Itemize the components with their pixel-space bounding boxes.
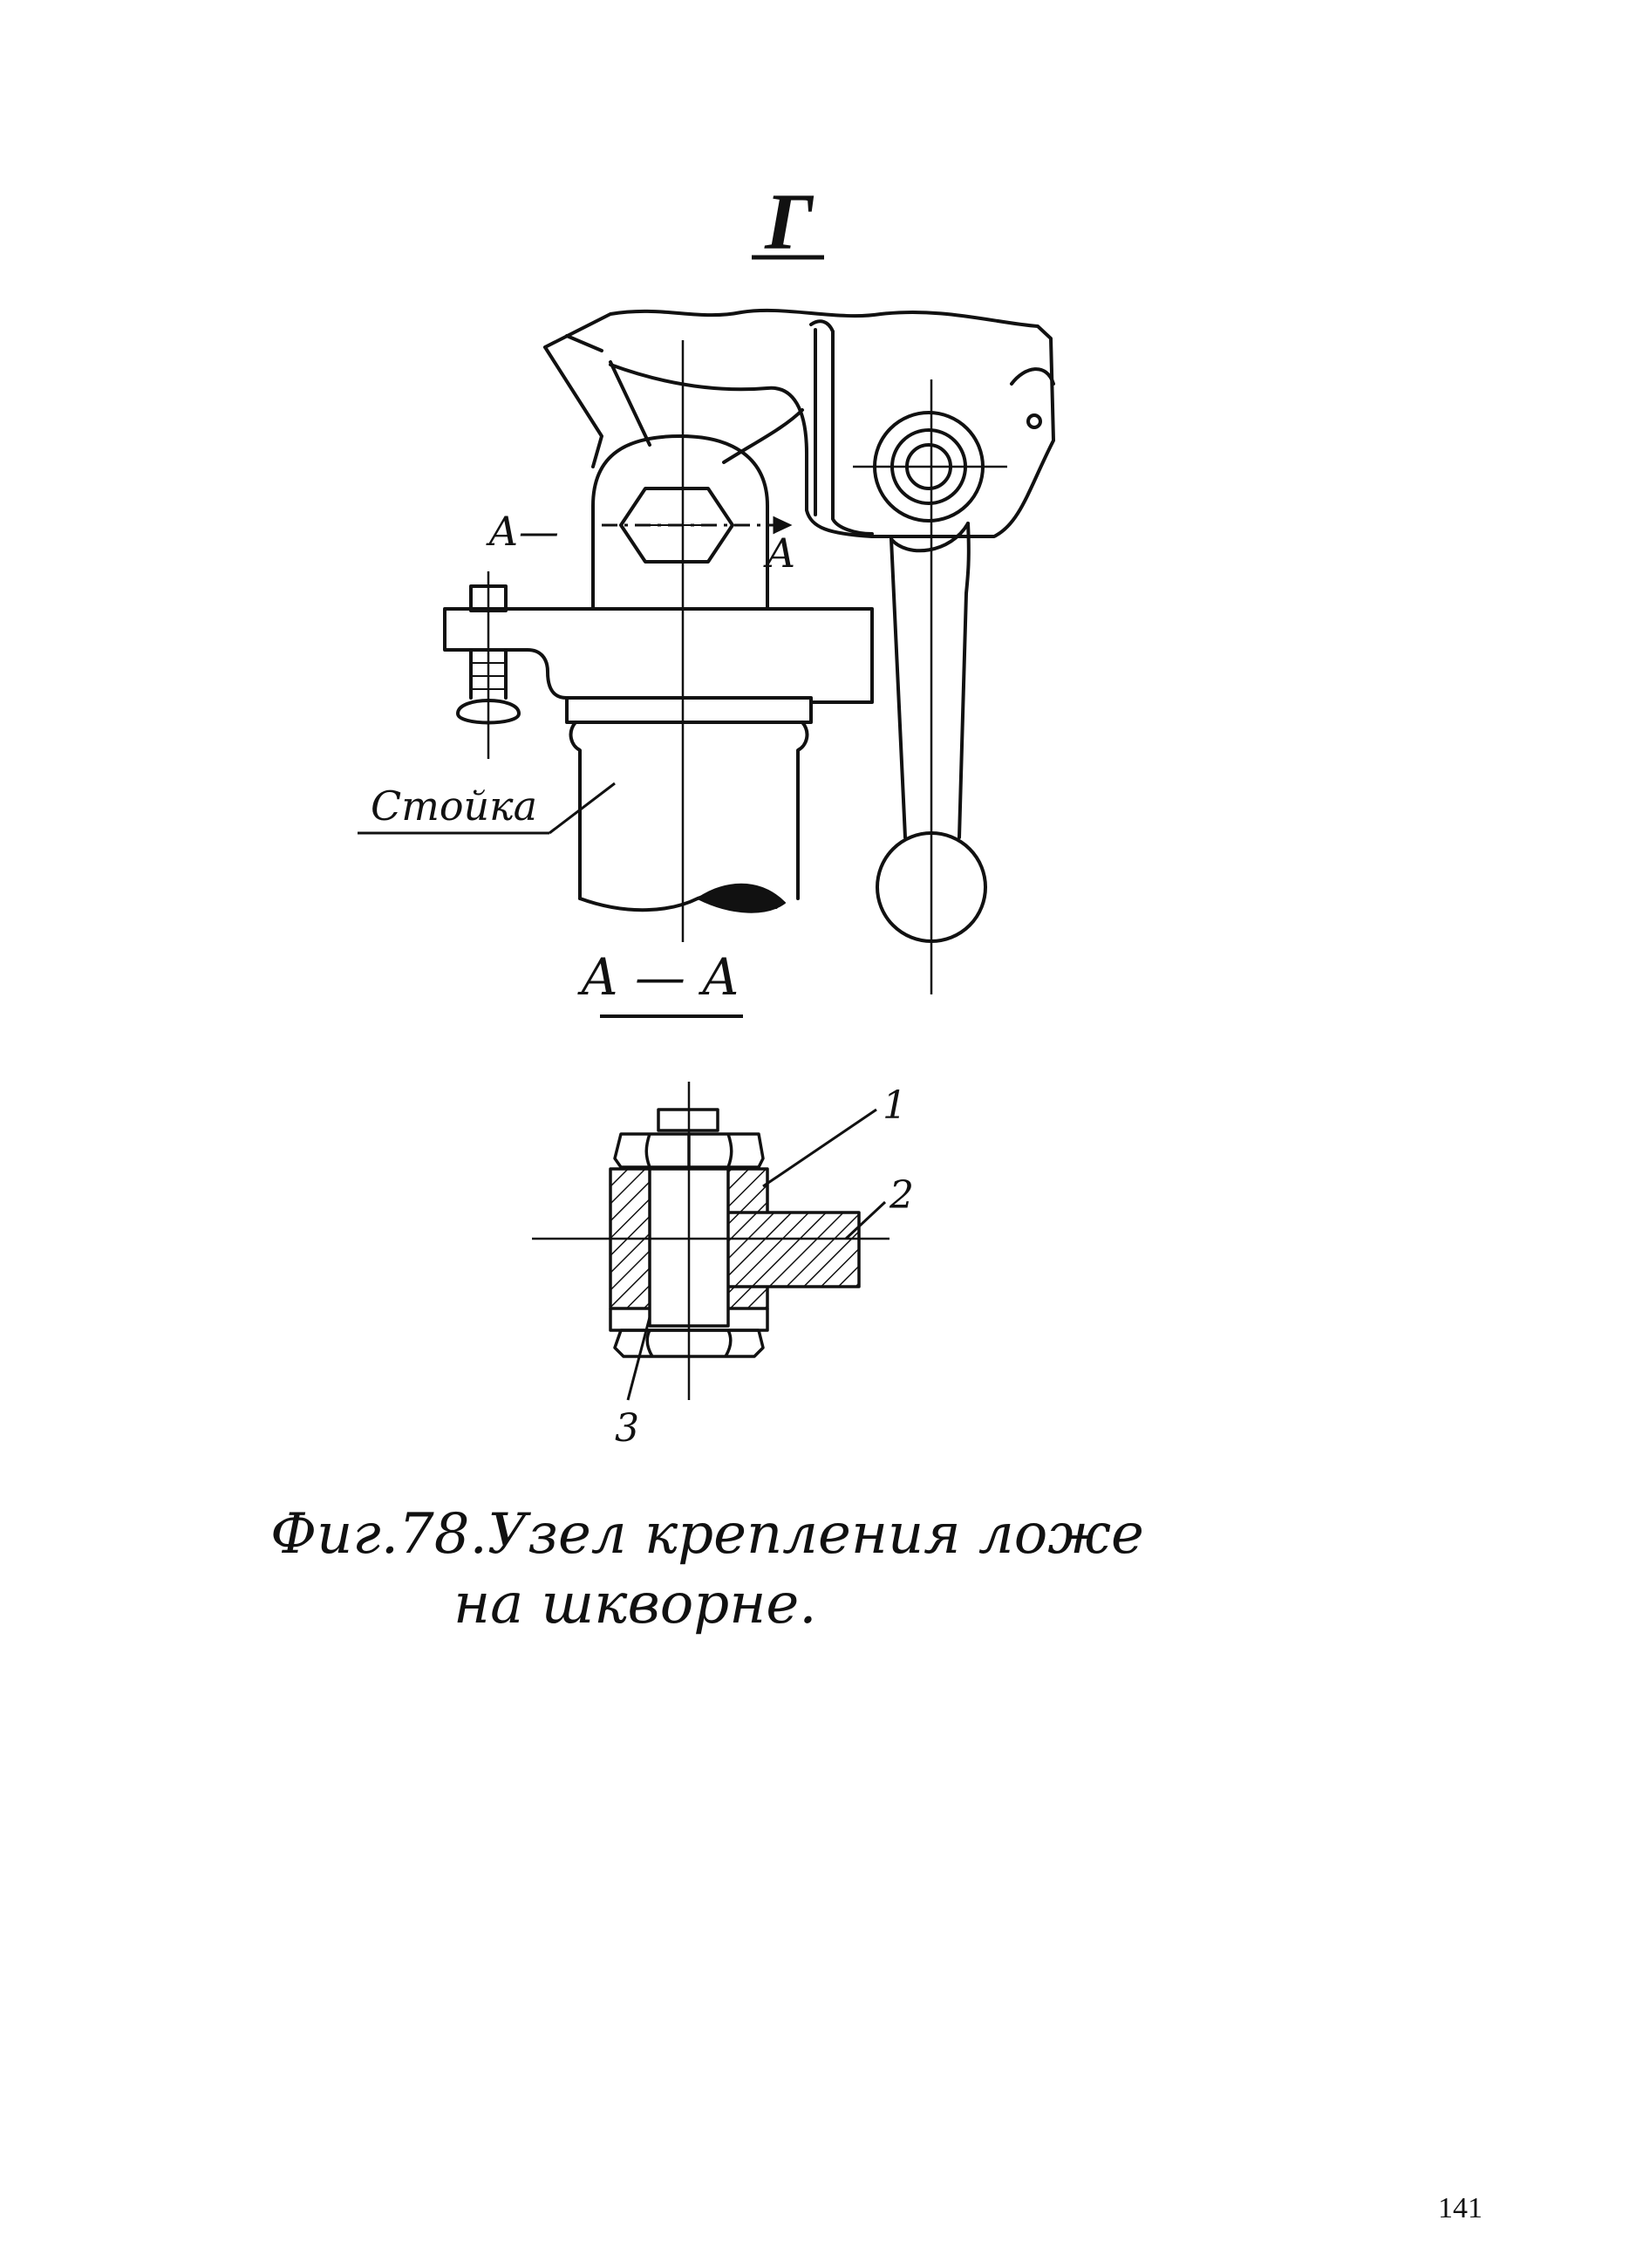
section-mark-left: А— <box>486 508 559 555</box>
bottom-nut-facets <box>645 1329 733 1357</box>
housing-left-edge <box>543 345 603 468</box>
bottom-nut <box>613 1329 765 1358</box>
inner-rib <box>609 363 874 538</box>
callout-leaders <box>626 1108 887 1401</box>
channel-step <box>809 319 835 333</box>
small-hole <box>1026 413 1042 429</box>
part-label-leader <box>358 782 616 835</box>
caption-line-1: Фиг.78.Узел крепления ложе <box>270 1502 1144 1567</box>
lever-arm-right <box>958 522 971 839</box>
section-center-lines <box>532 1082 889 1400</box>
section-title: А — А <box>577 947 740 1007</box>
hatched-arm <box>722 1211 861 1288</box>
top-nut <box>613 1132 765 1169</box>
screw-head-bottom <box>456 699 521 725</box>
center-lines <box>487 340 1007 994</box>
lower-collar <box>565 696 813 724</box>
part-label: Стойка <box>371 782 537 830</box>
right-boss <box>1010 367 1055 386</box>
view-title: Г <box>764 177 814 266</box>
inner-rib-arc <box>722 408 804 464</box>
lever-arm-top <box>889 522 970 553</box>
section-cut <box>602 516 793 535</box>
callout-3: 3 <box>615 1406 639 1451</box>
section-mark-right: А <box>763 529 796 577</box>
callout-2: 2 <box>889 1173 914 1218</box>
caption-line-2: на шкворне. <box>453 1572 817 1636</box>
hex-bolt-head <box>619 487 734 564</box>
lower-body-left <box>569 721 582 900</box>
page-number: 141 <box>1438 2192 1482 2224</box>
lever-arm-left <box>889 537 907 839</box>
channel-line-2 <box>831 330 874 536</box>
break-shade <box>697 883 786 913</box>
housing-outline <box>543 308 1055 538</box>
housing-inner-slant <box>565 334 651 447</box>
lug <box>591 434 769 611</box>
flange-plate <box>443 607 874 704</box>
lower-body-right <box>796 721 809 900</box>
upper-assembly <box>443 308 1055 943</box>
callout-1: 1 <box>883 1083 907 1128</box>
